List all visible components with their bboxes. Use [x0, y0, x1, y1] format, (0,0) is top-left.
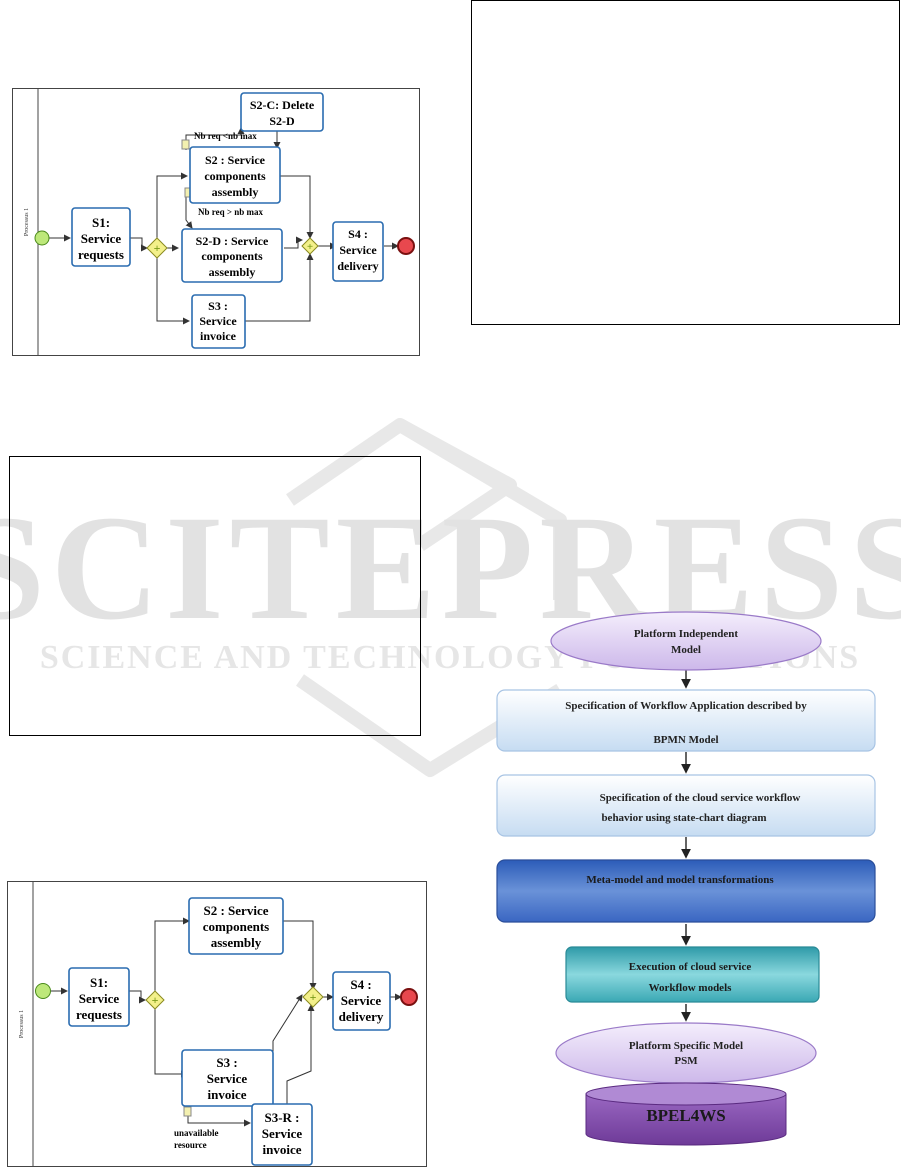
parallel-gateway-join: +: [301, 237, 319, 255]
svg-text:delivery: delivery: [337, 259, 378, 273]
svg-text:S3 :: S3 :: [208, 299, 228, 313]
task-s3: S3 : Service invoice: [181, 1049, 274, 1107]
parallel-gateway-join: +: [302, 986, 324, 1008]
svg-text:+: +: [152, 993, 159, 1007]
lane-label: Processus 1: [19, 1010, 25, 1038]
condition-icon: [183, 1106, 192, 1117]
task-s4: S4 : Service delivery: [332, 221, 384, 282]
task-s2c: S2-C: Delete S2-D: [240, 92, 324, 132]
svg-text:Meta-model and model transform: Meta-model and model transformations: [586, 874, 774, 886]
svg-text:Workflow models: Workflow models: [649, 982, 733, 994]
svg-text:+: +: [154, 241, 161, 255]
svg-text:+: +: [307, 241, 313, 253]
flow-step-psm: Platform Specific Model PSM: [555, 1022, 817, 1084]
svg-text:Service: Service: [339, 243, 377, 257]
svg-text:S1:: S1:: [90, 975, 108, 990]
svg-text:S2-C: Delete: S2-C: Delete: [250, 98, 315, 112]
empty-frame-top-right: [471, 0, 900, 325]
svg-text:+: +: [310, 990, 317, 1004]
svg-text:assembly: assembly: [209, 265, 256, 279]
lane-label: Processus 1: [24, 208, 30, 236]
svg-text:Platform Independent: Platform Independent: [634, 628, 739, 640]
condition-label: Nb req <nb max: [194, 131, 257, 141]
svg-text:S1:: S1:: [92, 215, 110, 230]
svg-text:components: components: [201, 249, 263, 263]
svg-text:delivery: delivery: [339, 1009, 384, 1024]
svg-text:assembly: assembly: [211, 935, 262, 950]
parallel-gateway-split: +: [146, 237, 168, 259]
svg-text:invoice: invoice: [200, 329, 237, 343]
svg-text:S3-R :: S3-R :: [264, 1110, 299, 1125]
svg-text:invoice: invoice: [208, 1087, 247, 1102]
task-s1: S1: Service requests: [68, 967, 130, 1027]
svg-text:behavior using state-chart dia: behavior using state-chart diagram: [601, 812, 766, 824]
svg-text:S2-D : Service: S2-D : Service: [196, 234, 269, 248]
start-event: [34, 230, 50, 246]
end-event: [397, 237, 415, 255]
svg-text:S3 :: S3 :: [216, 1055, 237, 1070]
flow-step-pim: Platform Independent Model: [550, 611, 822, 671]
task-s2: S2 : Service components assembly: [188, 897, 284, 955]
svg-text:requests: requests: [78, 247, 124, 262]
svg-text:Specification of Workflow Appl: Specification of Workflow Application de…: [565, 700, 807, 712]
bpmn-diagram-top: Processus 1 + + S1: Service requests: [12, 88, 420, 356]
svg-text:assembly: assembly: [212, 185, 259, 199]
svg-text:Platform Specific Model: Platform Specific Model: [629, 1040, 743, 1052]
flow-step-bpmn-spec: Specification of Workflow Application de…: [496, 689, 876, 752]
flow-step-model-transformations: Meta-model and model transformations: [496, 859, 876, 923]
svg-text:Service: Service: [207, 1071, 248, 1086]
svg-text:S2 : Service: S2 : Service: [205, 153, 266, 167]
svg-text:Execution of cloud service: Execution of cloud service: [629, 961, 752, 973]
svg-text:S2-D: S2-D: [269, 114, 295, 128]
condition-label: unavailable: [174, 1128, 219, 1138]
flow-step-bpel4ws: BPEL4WS: [585, 1082, 787, 1146]
svg-text:PSM: PSM: [674, 1055, 698, 1067]
task-s2: S2 : Service components assembly: [189, 146, 281, 204]
svg-text:S4 :: S4 :: [350, 977, 371, 992]
task-s4: S4 : Service delivery: [332, 971, 391, 1031]
svg-text:Service: Service: [341, 993, 382, 1008]
mda-flow-diagram: Platform Independent Model Specification…: [496, 611, 876, 1146]
task-s2d: S2-D : Service components assembly: [181, 228, 283, 283]
empty-frame-middle-left: [9, 456, 421, 736]
flow-step-statechart-spec: Specification of the cloud service workf…: [496, 774, 876, 837]
svg-text:Service: Service: [262, 1126, 303, 1141]
svg-text:BPEL4WS: BPEL4WS: [646, 1106, 725, 1125]
svg-text:S4 :: S4 :: [348, 227, 368, 241]
svg-text:requests: requests: [76, 1007, 122, 1022]
svg-text:Specification of the cloud ser: Specification of the cloud service workf…: [600, 792, 801, 804]
svg-text:Service: Service: [79, 991, 120, 1006]
parallel-gateway-split: +: [145, 990, 165, 1010]
svg-text:S2 : Service: S2 : Service: [204, 903, 269, 918]
svg-text:Service: Service: [199, 314, 237, 328]
svg-text:components: components: [203, 919, 269, 934]
condition-label: Nb req > nb max: [198, 207, 263, 217]
svg-text:Service: Service: [81, 231, 122, 246]
svg-text:Model: Model: [671, 644, 701, 656]
svg-text:components: components: [204, 169, 266, 183]
condition-label: resource: [174, 1140, 207, 1150]
bpmn-diagram-bottom: Processus 1 + + S1: Service requests S2 …: [7, 881, 427, 1167]
svg-text:BPMN Model: BPMN Model: [653, 734, 718, 746]
task-s1: S1: Service requests: [71, 207, 131, 267]
task-s3r: S3-R : Service invoice: [251, 1103, 313, 1166]
svg-text:invoice: invoice: [263, 1142, 302, 1157]
flow-step-execution: Execution of cloud service Workflow mode…: [565, 946, 820, 1003]
end-event: [400, 988, 418, 1006]
condition-icon: [181, 139, 190, 150]
start-event: [35, 983, 51, 999]
task-s3: S3 : Service invoice: [191, 294, 246, 349]
